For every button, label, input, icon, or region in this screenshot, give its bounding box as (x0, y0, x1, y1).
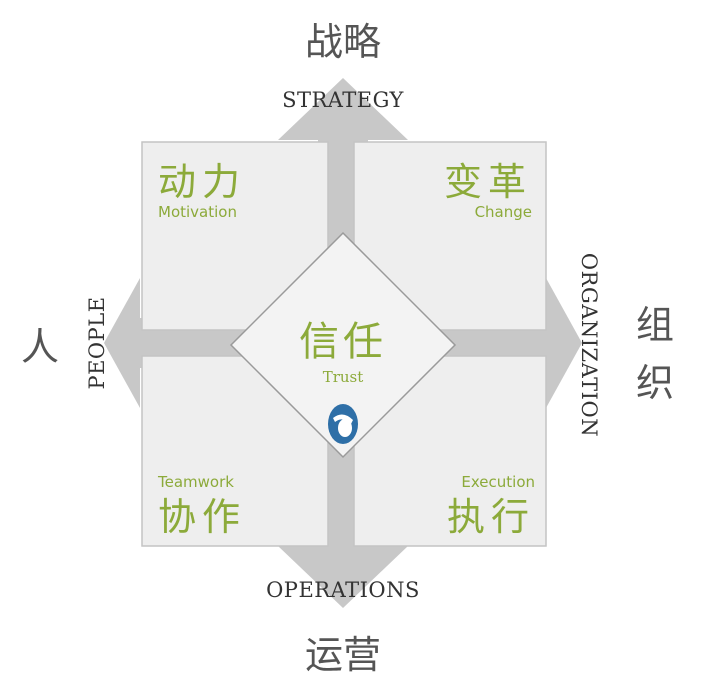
outer-label-right-2: 织 (636, 361, 674, 405)
axis-label-top: STRATEGY (282, 88, 404, 112)
quadrant-top-left-cn: 动力 (158, 160, 246, 204)
arrow-bottom-shape (278, 546, 408, 608)
quadrant-top-right-cn: 变革 (444, 160, 532, 204)
quadrant-bottom-right-cn: 执行 (447, 495, 535, 539)
quadrant-top-right-en: Change (475, 203, 532, 221)
outer-label-bottom: 运营 (305, 633, 381, 677)
quadrant-bottom-right-en: Execution (461, 473, 535, 491)
axis-label-right: ORGANIZATION (577, 253, 601, 437)
center-en: Trust (323, 368, 364, 386)
center-cn: 信任 (299, 319, 387, 365)
blue-swirl-logo-icon (328, 404, 358, 444)
center-diamond (229, 231, 457, 459)
outer-label-right-1: 组 (636, 303, 674, 347)
quadrant-top-left-en: Motivation (158, 203, 237, 221)
axis-label-bottom: OPERATIONS (266, 578, 420, 602)
arrow-top-shape (278, 78, 408, 140)
outer-label-top: 战略 (305, 20, 381, 64)
axis-label-left: PEOPLE (85, 296, 109, 389)
quadrant-bottom-left-en: Teamwork (157, 473, 234, 491)
outer-label-left: 人 (21, 325, 59, 369)
quadrant-bottom-left-cn: 协作 (158, 495, 246, 539)
